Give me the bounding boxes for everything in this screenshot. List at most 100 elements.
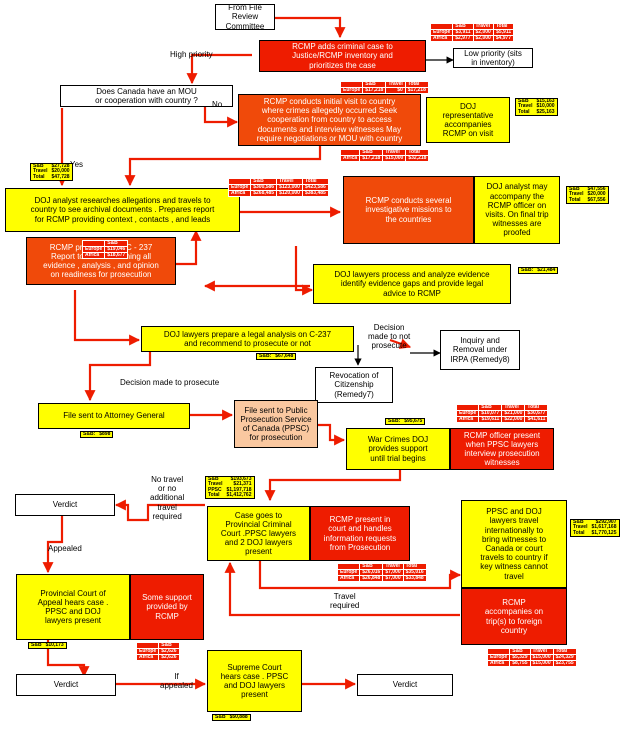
cost-cell: Africa (336, 575, 361, 582)
summary-cell: Travel (208, 481, 223, 488)
cost-row: Africa$2,977$2,000$4,977 (429, 35, 515, 42)
arrow-final-to-legal (73, 290, 141, 346)
cost-cell: $2,000 (472, 35, 494, 42)
cost-cell: $33,848 (402, 575, 427, 582)
summary-cell: Total (208, 491, 220, 498)
arrow-travel-return (224, 561, 460, 617)
doj-legal-analysis-box: DOJ lawyers prepare a legal analysis on … (141, 326, 354, 352)
rcmp-initial-visit-box: RCMP conducts initial visit to country w… (238, 94, 421, 146)
summary-cell: S&B: (259, 353, 272, 359)
cost-row: Africa$17,218$15,000$32,218 (339, 155, 430, 162)
summary-row: Travel$1,617,168 (571, 524, 620, 531)
summary-row: S&B $27,728 (31, 163, 73, 170)
cost-cell: $41,611 (524, 416, 549, 423)
cost-cell: $15,000 (382, 155, 407, 162)
cost-cell: Africa (135, 654, 160, 661)
cost-row: Africa$8,755$15,000$23,755 (486, 660, 577, 667)
cost-cell: $268,485 (250, 190, 278, 197)
summary-cell: Travel (33, 168, 48, 175)
summary-cell: S&B: (388, 418, 401, 424)
summary-row: S&B$15,163 (516, 98, 558, 105)
summary-cell: $1,197,718 (226, 486, 252, 493)
summary-cell: $10,000 (536, 103, 555, 110)
summary-cell: $21,484 (537, 267, 556, 273)
summary-cell: $1,412,762 (226, 491, 252, 498)
summary-row: S&B$10,173 (29, 642, 67, 649)
summary-cell: Travel (573, 524, 588, 531)
cost-cell: $2,977 (452, 35, 474, 42)
summary-cell: $21,371 (233, 481, 252, 488)
summary-cell: S&B (33, 163, 44, 169)
summary-supreme: S&B$50,888 (212, 714, 251, 722)
summary-cell: $67,648 (275, 353, 294, 359)
decision-prosecute-label: Decision made to prosecute (120, 378, 220, 387)
cost-cell: $19,611 (478, 416, 503, 423)
supreme-court-box: Supreme Court hears case . PPSC and DOJ … (207, 650, 302, 712)
rcmp-adds-case-box: RCMP adds criminal case to Justice/RCMP … (259, 40, 426, 72)
doj-lawyers-process-box: DOJ lawyers process and analyze evidence… (313, 264, 511, 304)
arrow-initial-to-analyst (124, 145, 322, 187)
cost-row: Europe$3,911$2,000$5,911 (429, 29, 515, 36)
cost-row: Africa$18,677 (81, 252, 129, 259)
war-crimes-doj-box: War Crimes DOJ provides support until tr… (346, 428, 450, 470)
file-to-ag-box: File sent to Attorney General (38, 403, 190, 429)
appealed-label: Appealed (48, 544, 82, 553)
summary-cell: Travel (569, 191, 584, 198)
summary-cell: $10,173 (45, 642, 64, 648)
cost-row: Africa$268,485$120,000$383,485 (227, 190, 329, 197)
ppsc-travel-box: PPSC and DOJ lawyers travel internationa… (461, 500, 567, 588)
case-provincial-box: Case goes to Provincial Criminal Court .… (207, 506, 310, 561)
cost-cell: Africa (81, 252, 106, 259)
summary-row: S&B$50,888 (213, 714, 251, 721)
cost-cell: $8,755 (509, 660, 531, 667)
travel-required-label: Travel required (330, 592, 360, 611)
summary-cell: $193,673 (230, 476, 252, 482)
summary-row: Travel$10,000 (516, 103, 558, 110)
summary-cell: Total (33, 173, 45, 180)
high-priority-label: High priority (170, 50, 213, 59)
low-priority-box: Low priority (sits in inventory) (453, 48, 533, 68)
arrow-ppsc-to-war (318, 423, 346, 446)
summary-cell: S&B (215, 714, 226, 720)
summary-cell: $47,728 (51, 173, 70, 180)
doj-analyst-accompany-box: DOJ analyst may accompany the RCMP offic… (474, 176, 560, 244)
doj-analyst-research-box: DOJ analyst researches allegations and t… (5, 188, 240, 232)
arrow-legal-to-decision (389, 338, 412, 349)
yes-label: Yes (70, 160, 84, 169)
summary-cell: S&B: (521, 267, 534, 273)
arrow-decision-prosecute (84, 352, 152, 402)
mou-question-box: Does Canada have an MOU or cooperation w… (60, 85, 233, 107)
verdict-3-box: Verdict (357, 674, 453, 696)
revocation-box: Revocation of Citizenship (Remedy7) (315, 367, 393, 403)
no-label: No (212, 100, 223, 109)
arrow-final-feedback (175, 229, 202, 266)
cost-cell: Africa (339, 155, 361, 162)
cost-cell: $32,218 (405, 155, 430, 162)
summary-row: Total$67,556 (567, 197, 609, 204)
if-appealed-label: If appealed (160, 672, 193, 691)
summary-cell: $1,617,168 (591, 524, 617, 531)
red-arrows (42, 16, 462, 690)
summary-cell: $15,163 (536, 98, 555, 104)
cost-cell: $0 (385, 87, 406, 94)
summary-cell: $292,907 (595, 519, 617, 525)
summary-row: PPSC$1,197,718 (206, 486, 255, 493)
decision-not-prosecute-label: Decision made to not prosecute (368, 323, 411, 351)
cost-cell: $15,000 (529, 660, 554, 667)
cost-row: Africa$26,848$7,000$33,848 (336, 575, 427, 582)
no-travel-label: No travel or no additional travel requir… (150, 475, 185, 521)
cost-cell: $17,218 (359, 155, 384, 162)
summary-cell: $27,728 (51, 163, 70, 169)
black-arrows (354, 56, 454, 366)
summary-row: S&B:$95,675 (386, 418, 425, 425)
summary-row: Total$25,163 (516, 109, 558, 116)
cost-cell: $2,626 (158, 654, 180, 661)
summary-war-crimes: S&B:$95,675 (385, 418, 426, 426)
file-to-ppsc-box: File sent to Public Prosecution Service … (234, 400, 318, 448)
